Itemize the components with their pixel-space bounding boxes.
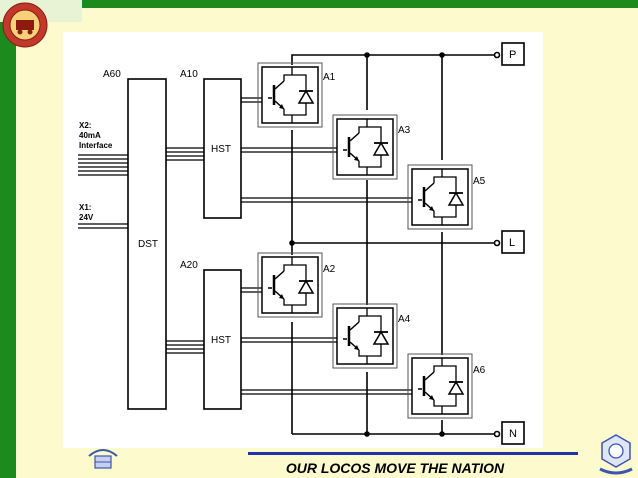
terminal-p-label: P [509,49,516,61]
module-a4-label: A4 [398,314,411,325]
dst-tag: A60 [103,69,121,80]
x1-input-lines [78,223,128,229]
igbt-module-a5 [407,164,473,230]
footer-divider [248,452,578,455]
x1-line1: X1: [79,203,91,212]
dst-hst-upper-links [166,147,204,161]
rdso-emblem-left-icon [88,449,118,469]
hst-upper-block [203,78,242,219]
module-a1-label: A1 [323,72,336,83]
dst-hst-lower-links [166,340,204,354]
hst-upper-label: HST [211,144,231,155]
dst-block [127,78,167,410]
hst-upper-tag: A10 [180,69,198,80]
igbt-module-a1 [257,62,323,128]
terminal-l-box [501,230,525,254]
terminal-l-label: L [509,237,515,249]
igbt-converter-diagram: A60 DST A10 HST A20 HST X2: 40mA Interfa… [78,42,525,445]
igbt-module-a2 [257,252,323,318]
gate-lines-upper [241,97,418,203]
x2-line1: X2: [79,121,91,130]
terminal-n-box [501,421,525,445]
left-green-bar [0,0,16,478]
module-a5-label: A5 [473,176,486,187]
x2-line3: Interface [79,141,113,150]
x2-input-lines [78,154,128,176]
top-green-bar [0,0,638,8]
bus-p [291,54,497,65]
x2-line2: 40mA [79,131,101,140]
igbt-module-a3 [332,114,398,180]
hst-lower-block [203,269,242,410]
footer-slogan: OUR LOCOS MOVE THE NATION [285,460,505,476]
module-a3-label: A3 [398,125,411,136]
hst-lower-tag: A20 [180,260,198,271]
x1-line2: 24V [79,213,94,222]
dst-label: DST [138,239,158,250]
module-a2-label: A2 [323,264,336,275]
diagram-panel: A60 DST A10 HST A20 HST X2: 40mA Interfa… [63,32,543,448]
gate-lines-lower [241,287,418,395]
terminal-n-label: N [509,428,517,440]
igbt-module-a6 [407,353,473,419]
terminal-p-box [501,42,525,66]
hst-lower-label: HST [211,335,231,346]
module-a6-label: A6 [473,365,486,376]
igbt-module-a4 [332,303,398,369]
design-emblem-right-icon [599,434,633,475]
railway-emblem-logo [2,2,48,48]
